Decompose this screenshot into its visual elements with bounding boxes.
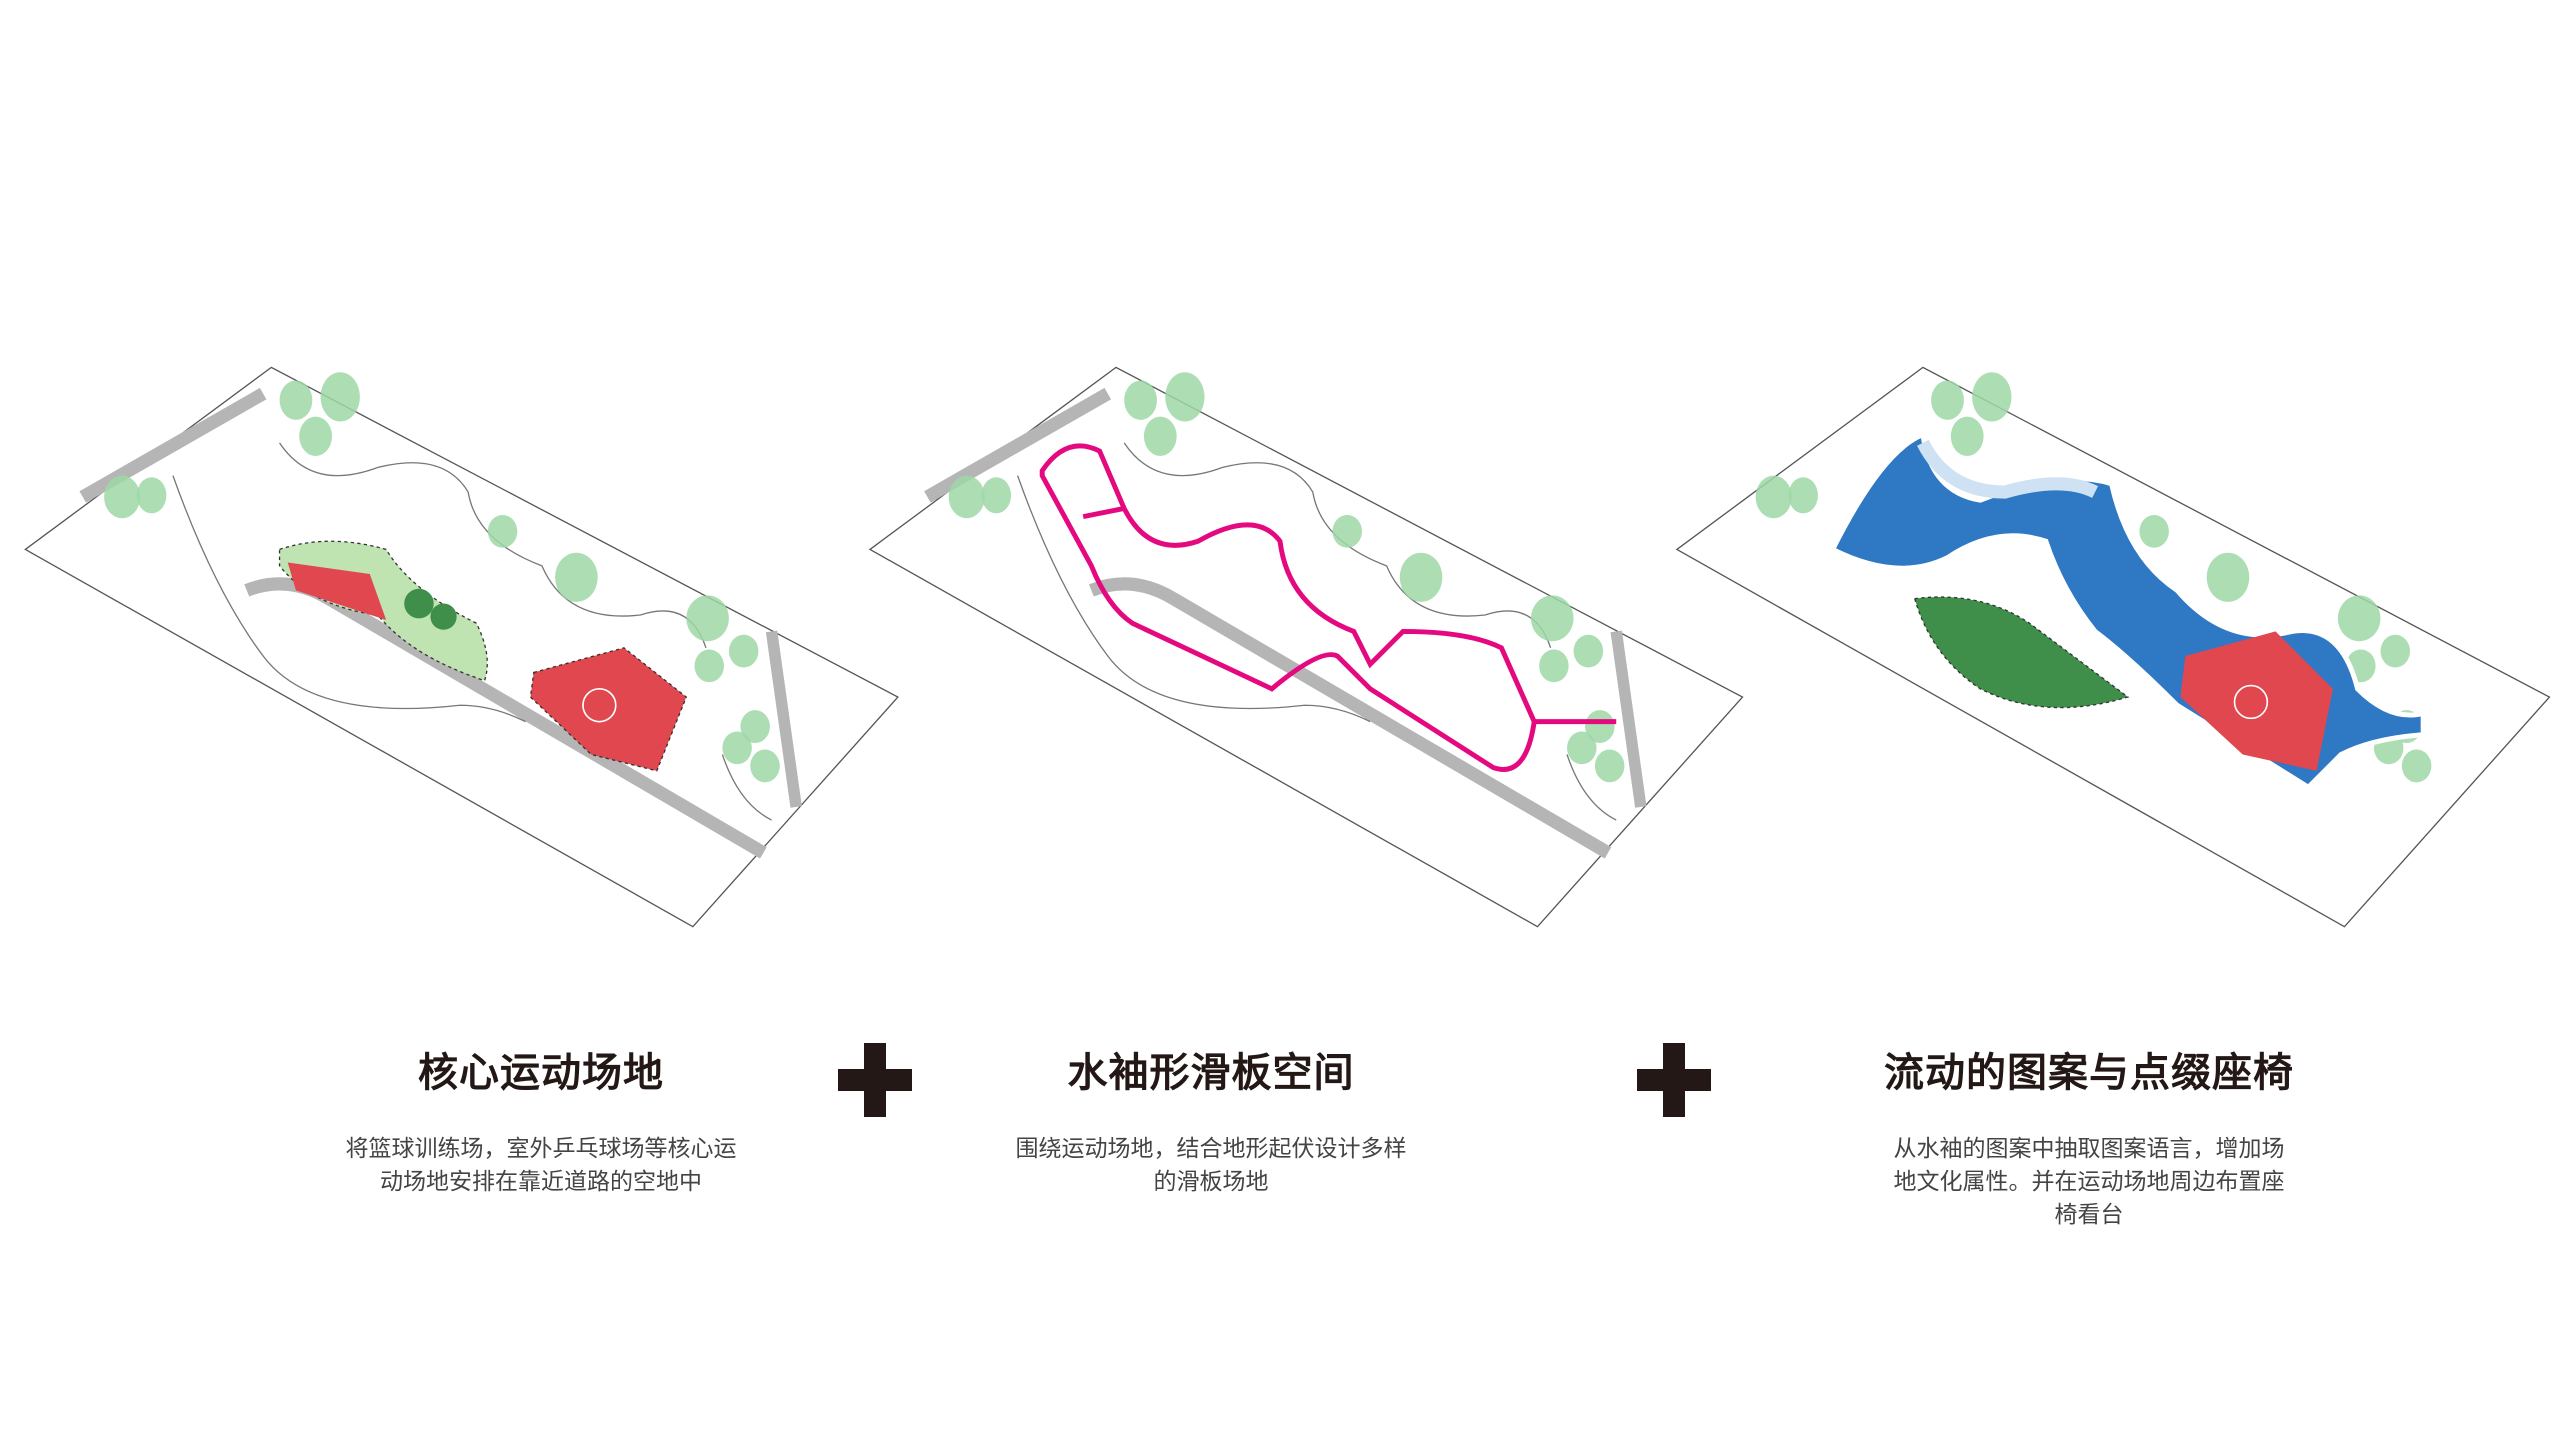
- desc-line: 将篮球训练场，室外乒乓球场等核心运: [345, 1136, 737, 1162]
- panel-title: 水袖形滑板空间: [1067, 1050, 1355, 1096]
- skate-loop: [1039, 443, 1617, 772]
- caption-flowing-pattern: 流动的图案与点缀座椅 从水袖的图案中抽取图案语言，增加场 地文化属性。并在运动场…: [1829, 1053, 2349, 1232]
- plus-icon: [838, 1043, 912, 1117]
- desc-line: 动场地安排在靠近道路的空地中: [380, 1169, 702, 1195]
- desc-line: 围绕运动场地，结合地形起伏设计多样: [1015, 1136, 1407, 1162]
- red-court-small: [287, 562, 387, 620]
- plus-icon: [1637, 1043, 1711, 1117]
- caption-skateboard-space: 水袖形滑板空间 围绕运动场地，结合地形起伏设计多样 的滑板场地: [951, 1053, 1471, 1199]
- red-court-large: [529, 647, 688, 772]
- panel-title: 核心运动场地: [418, 1050, 664, 1096]
- desc-line: 椅看台: [2054, 1202, 2124, 1228]
- desc-line: 的滑板场地: [1153, 1169, 1269, 1195]
- green-island: [1913, 596, 2130, 709]
- desc-line: 从水袖的图案中抽取图案语言，增加场: [1893, 1136, 2285, 1162]
- diagram-core-sports-field: [25, 367, 898, 926]
- green-area: [278, 540, 488, 682]
- diagram-skateboard-space: [870, 367, 1743, 926]
- red-court: [2180, 631, 2333, 771]
- panel-description: 将篮球训练场，室外乒乓球场等核心运 动场地安排在靠近道路的空地中: [281, 1133, 801, 1199]
- panel-description: 围绕运动场地，结合地形起伏设计多样 的滑板场地: [951, 1133, 1471, 1199]
- panel-description: 从水袖的图案中抽取图案语言，增加场 地文化属性。并在运动场地周边布置座 椅看台: [1829, 1133, 2349, 1232]
- panel-title: 流动的图案与点缀座椅: [1884, 1050, 2294, 1096]
- diagram-flowing-pattern-seating: [1675, 366, 2551, 928]
- desc-line: 地文化属性。并在运动场地周边布置座: [1893, 1169, 2285, 1195]
- caption-core-sports-field: 核心运动场地 将篮球训练场，室外乒乓球场等核心运 动场地安排在靠近道路的空地中: [281, 1053, 801, 1199]
